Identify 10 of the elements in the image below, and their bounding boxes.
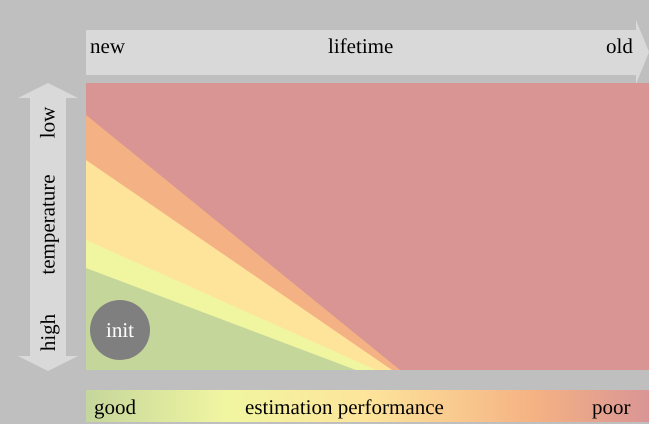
scale-label: poor	[592, 397, 630, 418]
axis-label: new	[90, 36, 125, 57]
axis-label: high	[38, 314, 59, 352]
scale-label: good	[94, 397, 136, 418]
axis-label: lifetime	[328, 36, 394, 57]
circle-label: init	[106, 320, 134, 340]
axis-label: low	[37, 106, 58, 138]
axis-label: old	[606, 36, 633, 57]
axis-label: temperature	[38, 174, 59, 275]
scale-label: estimation performance	[245, 397, 444, 418]
